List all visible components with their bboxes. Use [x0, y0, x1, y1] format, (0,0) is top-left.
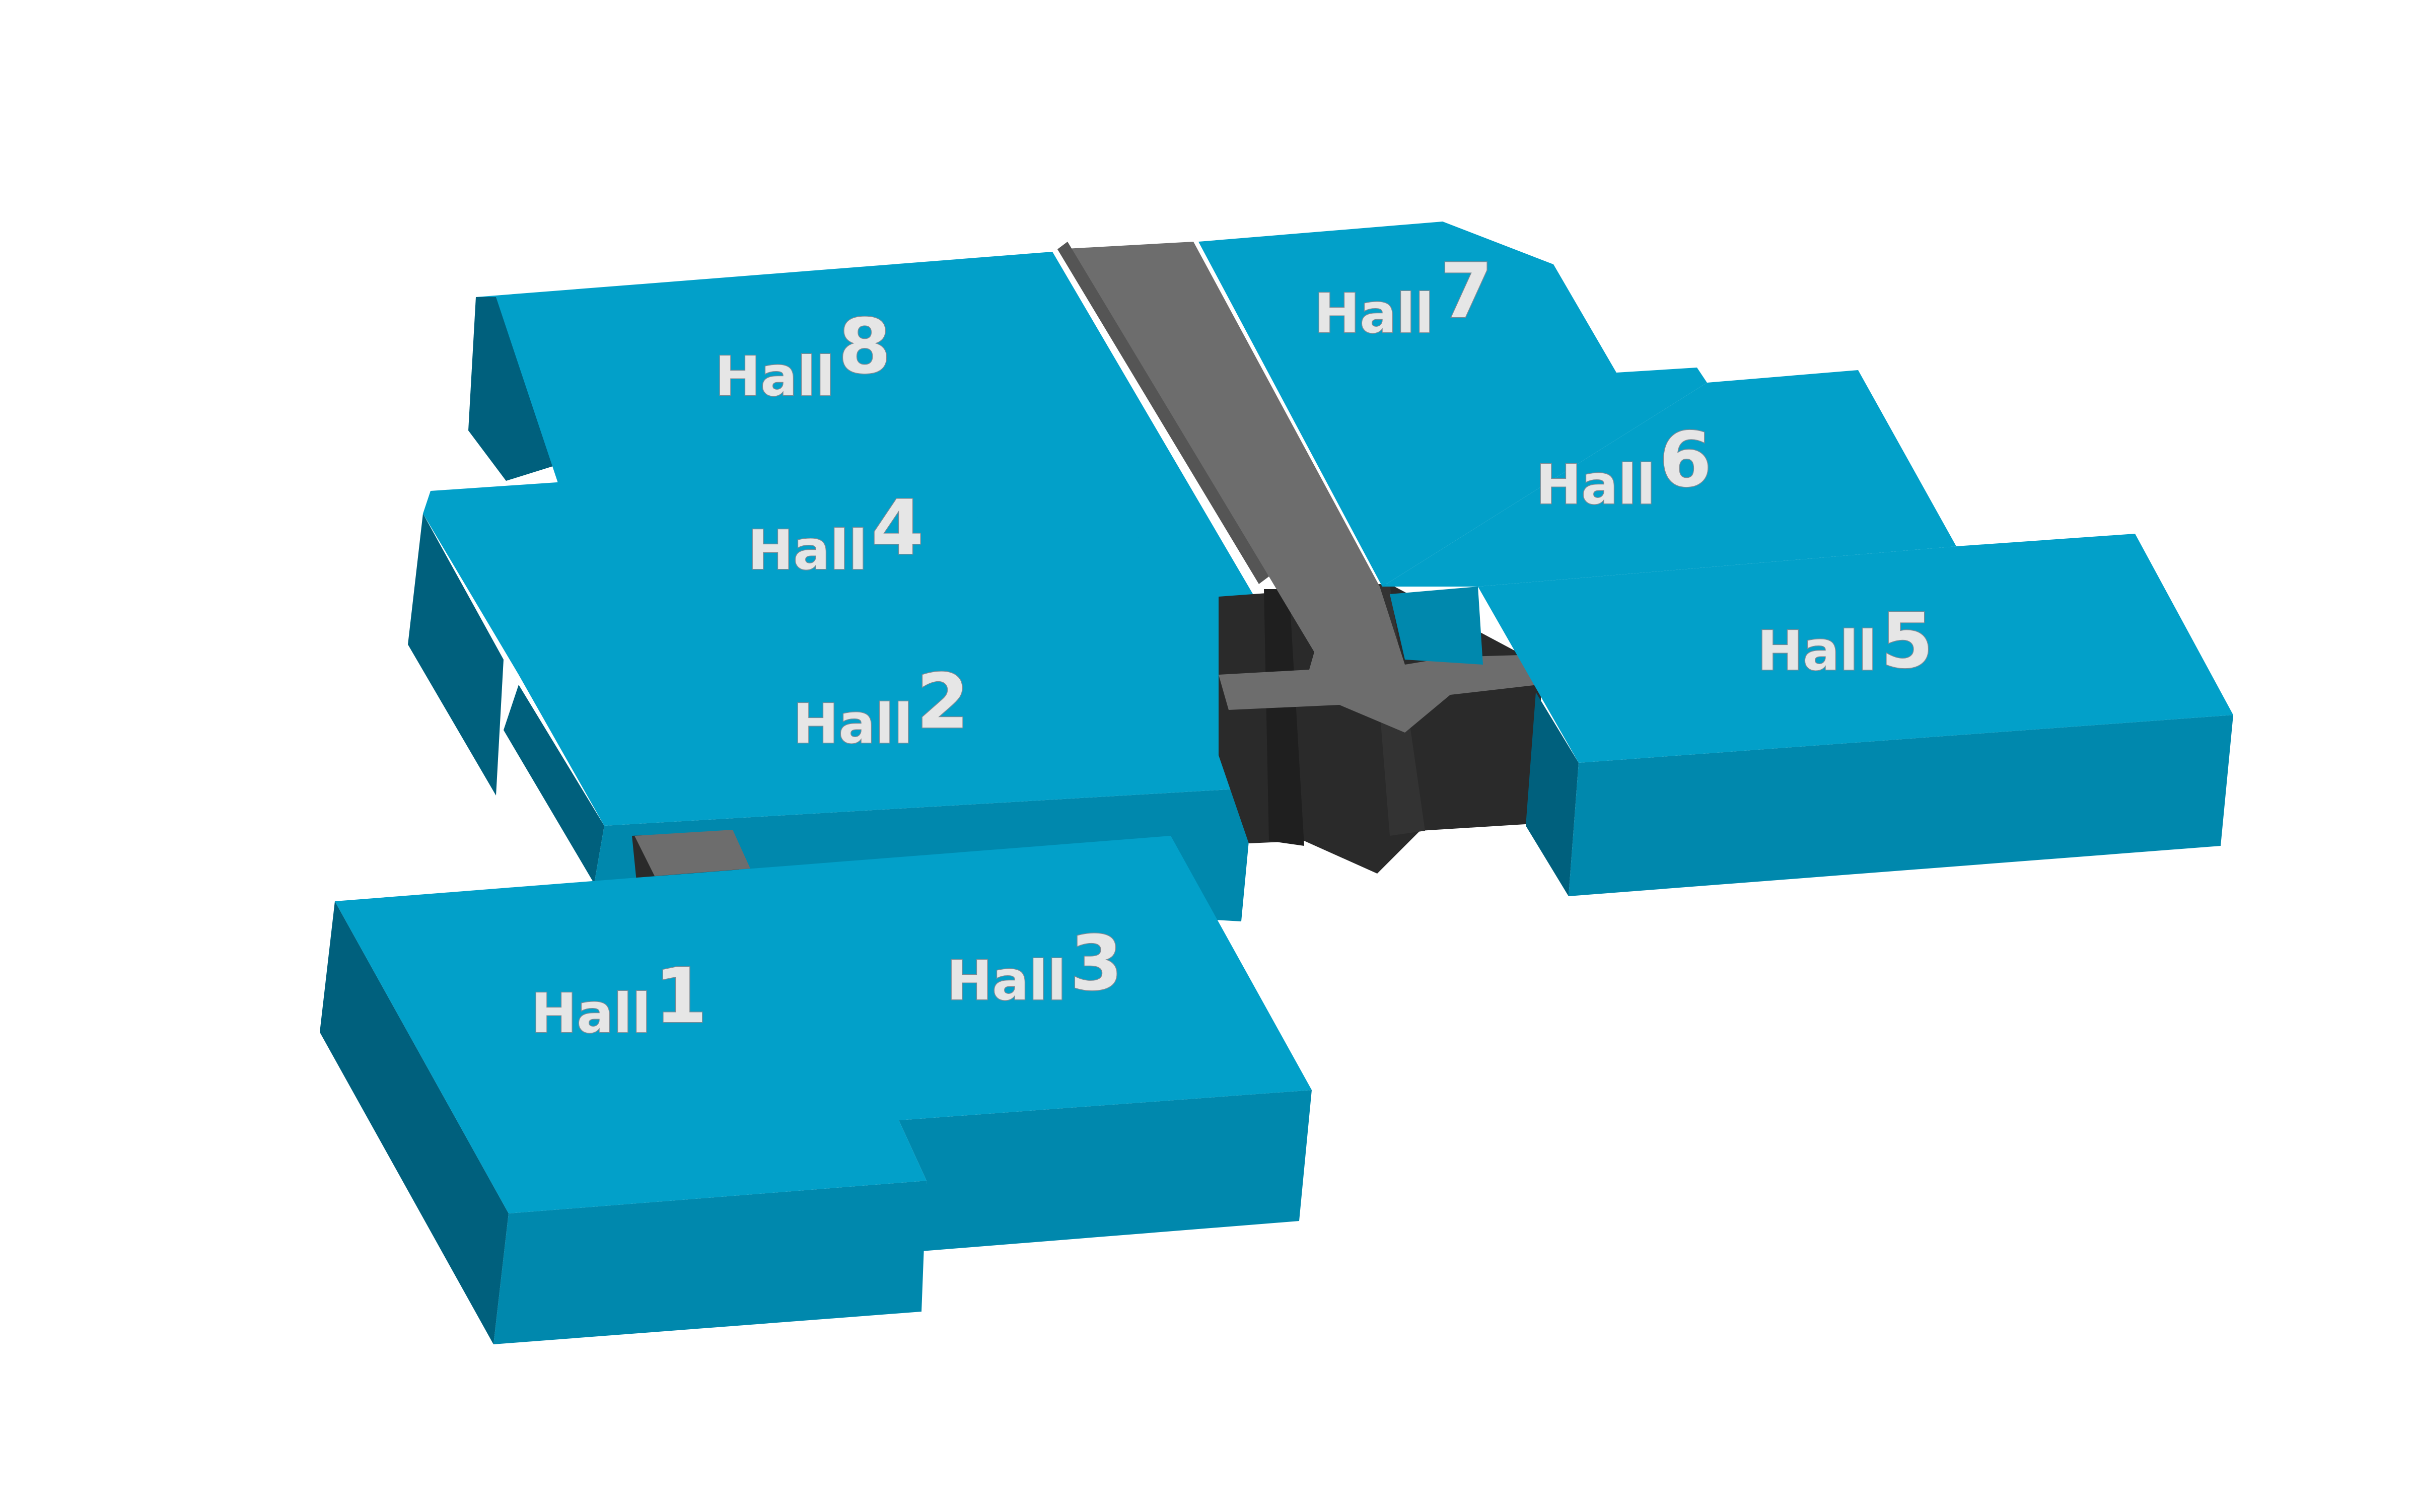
hall-5-label: Hall 5 — [1757, 597, 1934, 686]
svg-text:7: 7 — [1440, 248, 1493, 335]
svg-text:6: 6 — [1659, 416, 1712, 504]
hall-2-label: Hall 2 — [793, 658, 970, 757]
svg-text:Hall: Hall — [1536, 454, 1655, 517]
hall-6-label: Hall 6 — [1535, 416, 1713, 518]
hall-6-block[interactable] — [1382, 370, 1956, 665]
svg-text:Hall: Hall — [748, 519, 867, 582]
svg-text:8: 8 — [838, 303, 891, 391]
svg-text:1: 1 — [655, 953, 707, 1040]
svg-text:Hall: Hall — [947, 950, 1066, 1013]
svg-text:3: 3 — [1070, 920, 1122, 1007]
hall-5-block[interactable] — [1478, 534, 2233, 896]
hall-3-label: Hall 3 — [946, 919, 1123, 1014]
svg-text:Hall: Hall — [1314, 282, 1434, 345]
svg-text:Hall: Hall — [1757, 620, 1877, 683]
hall-7-block[interactable] — [1198, 222, 1707, 587]
hall-1-3-block[interactable] — [320, 836, 1312, 1344]
svg-text:Hall: Hall — [793, 693, 912, 756]
svg-text:5: 5 — [1881, 598, 1933, 685]
svg-text:2: 2 — [916, 658, 969, 746]
hall-7-label: Hall 7 — [1314, 247, 1494, 346]
svg-text:4: 4 — [871, 484, 924, 572]
svg-text:Hall: Hall — [531, 982, 651, 1045]
hall-1-label: Hall 1 — [531, 952, 708, 1046]
svg-text:Hall: Hall — [715, 345, 834, 408]
hall-8-label: Hall 8 — [715, 303, 892, 409]
hall-4-label: Hall 4 — [747, 484, 925, 583]
